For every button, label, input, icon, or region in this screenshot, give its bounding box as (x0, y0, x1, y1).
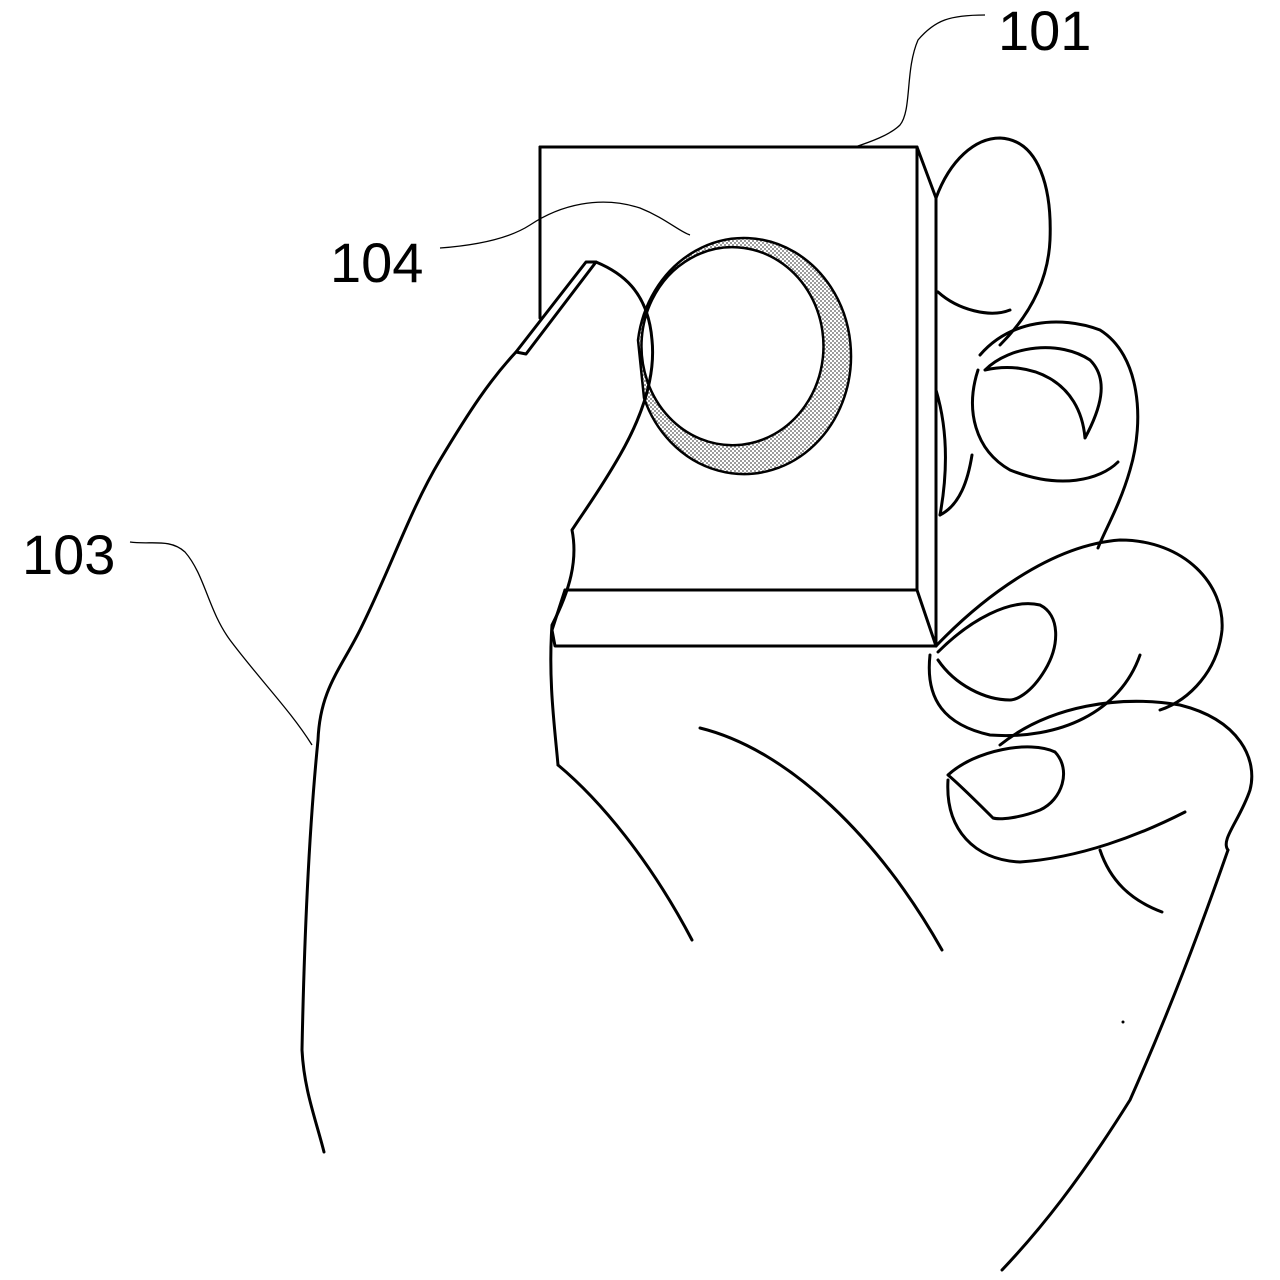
label-104: 104 (330, 231, 423, 294)
palm-right-edge (1000, 848, 1230, 1272)
index-finger (934, 136, 1052, 347)
palm-crease-left (556, 763, 694, 942)
button-ring-stipple (636, 236, 853, 476)
palm-crease-center (698, 726, 944, 952)
leader-line-101 (854, 14, 986, 148)
ring-finger (934, 538, 1224, 712)
device-bottom-face (550, 588, 938, 648)
thumb-nail (514, 260, 598, 356)
middle-finger-nail (983, 346, 1103, 440)
thumb (549, 260, 655, 767)
device-front-face (538, 145, 919, 592)
little-finger (998, 699, 1254, 852)
leader-line-104 (439, 201, 691, 249)
device-side-face (915, 145, 938, 648)
little-finger-nail (946, 745, 1066, 821)
middle-finger (978, 320, 1140, 550)
palm-left-edge (300, 350, 518, 1154)
device-body (538, 145, 938, 648)
button-ring (636, 236, 853, 476)
hand (300, 136, 1254, 1272)
ring-finger-nail (936, 602, 1058, 702)
label-101: 101 (998, 0, 1091, 62)
label-103: 103 (22, 523, 115, 586)
leader-line-103 (129, 541, 313, 746)
